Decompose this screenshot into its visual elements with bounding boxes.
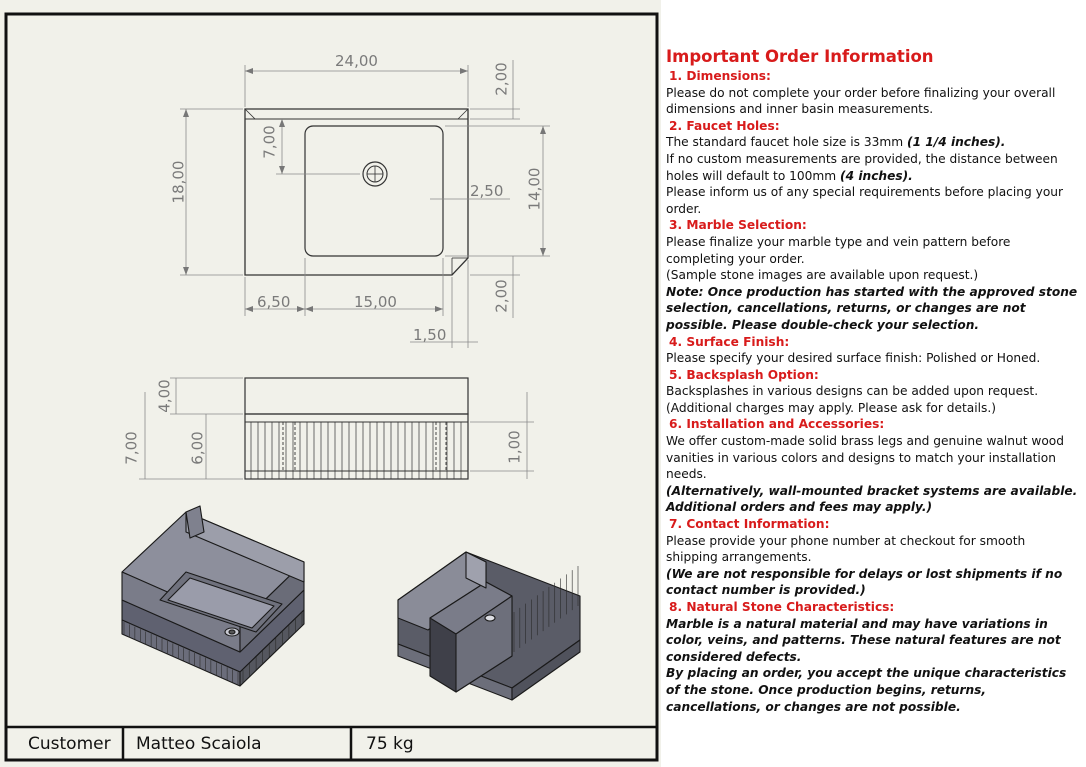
title-block bbox=[6, 725, 657, 760]
fluting-grooves bbox=[250, 422, 462, 479]
order-information-panel: Important Order Information 1. Dimension… bbox=[666, 46, 1078, 715]
section-backsplash-heading: 5. Backsplash Option: bbox=[669, 367, 819, 382]
front-view bbox=[244, 377, 469, 480]
section-installation-heading: 6. Installation and Accessories: bbox=[669, 417, 885, 432]
section-marble-note: Note: Once production has started with t… bbox=[666, 284, 1078, 332]
dim-side-margin: 2,50 bbox=[470, 182, 504, 200]
section-backsplash-line-2: (Additional charges may apply. Please as… bbox=[666, 400, 996, 415]
drain-hole bbox=[362, 161, 388, 187]
section-stone-note-2: By placing an order, you accept the uniq… bbox=[666, 666, 1067, 714]
dim-lip-height: 1,00 bbox=[505, 430, 524, 464]
section-installation-note: (Alternatively, wall-mounted bracket sys… bbox=[666, 483, 1078, 515]
section-stone-note-1: Marble is a natural material and may hav… bbox=[666, 616, 1061, 664]
basin-outline bbox=[304, 125, 444, 257]
dim-hole-offset: 7,00 bbox=[260, 125, 279, 159]
dim-body-height: 6,00 bbox=[188, 431, 207, 465]
iso-fluting bbox=[513, 566, 579, 652]
drawing-border bbox=[4, 12, 659, 762]
isometric-view-front bbox=[121, 505, 305, 687]
section-installation-text: We offer custom-made solid brass legs an… bbox=[666, 434, 1065, 482]
dim-overall-depth: 18,00 bbox=[169, 160, 188, 204]
section-faucet-line-1: The standard faucet hole size is 33mm (1… bbox=[666, 135, 1006, 150]
info-title: Important Order Information bbox=[666, 47, 934, 66]
customer-label: Customer bbox=[28, 734, 111, 754]
section-finish-text: Please specify your desired surface fini… bbox=[666, 351, 1041, 366]
section-dimensions-heading: 1. Dimensions: bbox=[669, 69, 771, 83]
iso-fluting bbox=[123, 612, 303, 685]
section-faucet-line-3: Please inform us of any special requirem… bbox=[666, 185, 1064, 216]
dim-total-height: 7,00 bbox=[122, 431, 141, 465]
weight-value: 75 kg bbox=[366, 734, 414, 754]
section-contact-note: (We are not responsible for delays or lo… bbox=[666, 566, 1063, 598]
dim-left-offset: 6,50 bbox=[257, 293, 291, 311]
section-dimensions-text: Please do not complete your order before… bbox=[666, 85, 1056, 117]
section-marble-line-2: (Sample stone images are available upon … bbox=[666, 268, 979, 283]
section-contact-heading: 7. Contact Information: bbox=[669, 517, 830, 532]
section-finish-heading: 4. Surface Finish: bbox=[669, 334, 790, 349]
top-view-arrowheads bbox=[183, 68, 546, 312]
dim-backsplash-depth: 2,00 bbox=[492, 62, 511, 96]
top-view-outline bbox=[244, 108, 469, 276]
dim-front-step: 1,50 bbox=[413, 326, 447, 344]
dim-basin-width: 15,00 bbox=[354, 293, 397, 311]
customer-name: Matteo Scaiola bbox=[136, 734, 262, 754]
dim-overall-width: 24,00 bbox=[335, 52, 378, 70]
section-faucet-heading: 2. Faucet Holes: bbox=[669, 118, 780, 133]
section-marble-line-1: Please finalize your marble type and vei… bbox=[666, 234, 1011, 266]
front-view-dimension-lines bbox=[139, 377, 534, 480]
section-contact-text: Please provide your phone number at chec… bbox=[666, 533, 1026, 565]
dim-basin-depth: 14,00 bbox=[525, 167, 544, 211]
section-backsplash-line-1: Backsplashes in various designs can be a… bbox=[666, 384, 1039, 399]
front-body bbox=[244, 413, 469, 480]
section-stone-heading: 8. Natural Stone Characteristics: bbox=[669, 600, 895, 614]
technical-drawing bbox=[4, 12, 659, 762]
isometric-view-back bbox=[397, 551, 581, 701]
backsplash-face bbox=[244, 377, 469, 415]
section-marble-heading: 3. Marble Selection: bbox=[669, 218, 807, 233]
section-faucet-line-2: If no custom measurements are provided, … bbox=[666, 151, 1058, 183]
top-view-dimension-lines bbox=[180, 60, 550, 348]
dim-backsplash-height: 4,00 bbox=[155, 379, 174, 413]
dim-front-margin: 2,00 bbox=[492, 279, 511, 313]
